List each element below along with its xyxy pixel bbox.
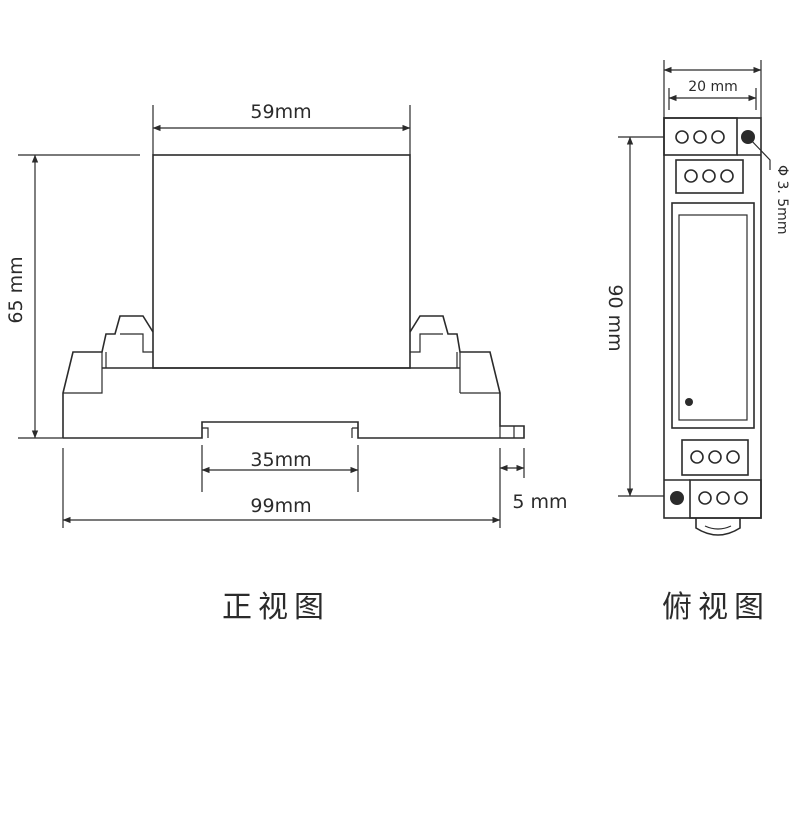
- mount-hole-bottom: [670, 491, 684, 505]
- dim-label-59: 59mm: [250, 101, 311, 123]
- rail-notches: [202, 427, 358, 438]
- dim-label-35: 35mm: [250, 449, 311, 471]
- ext-90: [618, 136, 664, 497]
- terminal-block-bottom-inner: [681, 439, 749, 476]
- right-clip-detail: [410, 333, 500, 394]
- display-window-inner: [678, 214, 748, 421]
- left-clip-detail: [63, 333, 153, 394]
- led-indicator: [685, 398, 693, 406]
- front-view: 59mm 65 mm 35mm 99mm 5 mm: [5, 101, 568, 528]
- dim-label-65: 65 mm: [5, 256, 27, 323]
- base-outline: [62, 315, 525, 439]
- dim-label-99: 99mm: [250, 495, 311, 517]
- rail-clip: [695, 518, 741, 536]
- housing-top-block: [152, 154, 411, 369]
- terminal-screws: [675, 130, 748, 505]
- dim-label-5: 5 mm: [512, 491, 567, 513]
- dim-label-hole: Φ 3. 5mm: [774, 165, 790, 234]
- terminal-block-top: [663, 117, 738, 156]
- terminal-block-bottom: [689, 479, 762, 519]
- top-view-caption: 俯视图: [662, 590, 770, 625]
- ext-65: [18, 154, 140, 439]
- dim-label-90: 90 mm: [604, 284, 626, 351]
- terminal-block-top-inner: [675, 159, 744, 194]
- top-view: 20 mm 90 mm Φ 3. 5mm: [604, 60, 790, 536]
- right-tab: [499, 426, 515, 438]
- front-view-caption: 正视图: [222, 590, 330, 625]
- ext-99: [62, 448, 525, 528]
- hole-leader: [747, 136, 771, 170]
- dim-label-20: 20 mm: [688, 79, 738, 95]
- display-window-outer: [671, 202, 755, 429]
